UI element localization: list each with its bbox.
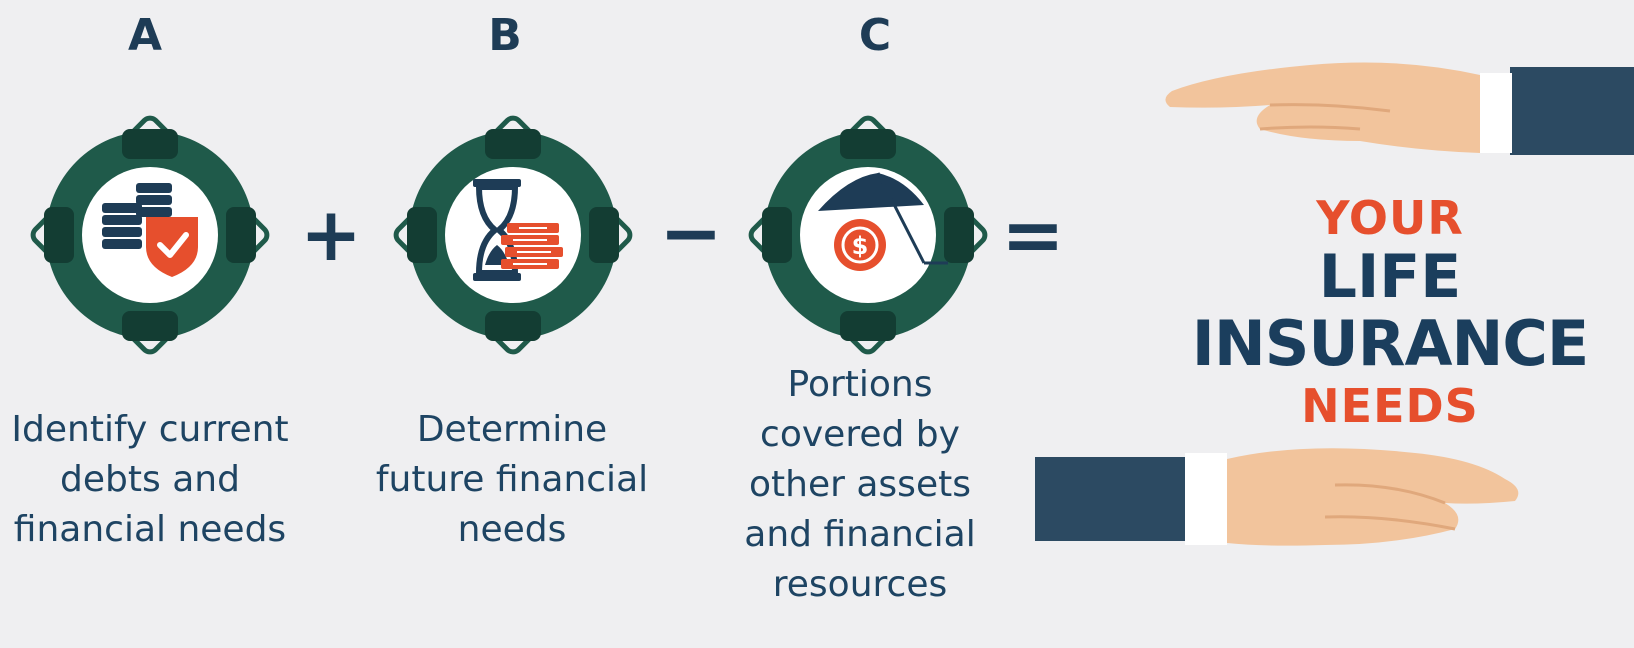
step-c-caption: Portions covered by other assets and fin… bbox=[720, 360, 1000, 610]
step-c-caption-line: Portions bbox=[787, 364, 933, 405]
step-a-caption-line: financial needs bbox=[13, 509, 287, 550]
lifebuoy-a bbox=[30, 115, 270, 355]
umbrella-coin-icon: $ bbox=[818, 172, 948, 271]
step-a-caption: Identify current debts and financial nee… bbox=[0, 405, 300, 555]
step-b-caption-line: future financial bbox=[375, 459, 649, 500]
top-hand-illustration bbox=[1165, 62, 1634, 155]
step-b-caption-line: Determine bbox=[416, 409, 608, 450]
step-c-caption-line: covered by bbox=[760, 414, 960, 455]
plus-operator: + bbox=[299, 192, 362, 278]
result-line-insurance: INSURANCE bbox=[1191, 307, 1589, 380]
result-line-your: YOUR bbox=[1316, 191, 1464, 245]
step-a-letter: A bbox=[127, 10, 163, 61]
step-b-letter: B bbox=[488, 10, 522, 61]
step-a-caption-line: Identify current bbox=[11, 409, 289, 450]
step-b-caption-line: needs bbox=[457, 509, 567, 550]
hourglass-cash-icon bbox=[473, 179, 563, 281]
result-line-life: LIFE bbox=[1318, 242, 1462, 312]
svg-text:$: $ bbox=[852, 232, 869, 260]
step-c-caption-line: and financial bbox=[744, 514, 976, 555]
equals-operator: = bbox=[1001, 190, 1065, 279]
lifebuoy-b bbox=[393, 115, 633, 355]
step-c-caption-line: resources bbox=[772, 564, 948, 605]
result-block: YOUR LIFE INSURANCE NEEDS bbox=[1170, 195, 1610, 429]
bottom-hand-illustration bbox=[1035, 448, 1519, 546]
step-c-caption-line: other assets bbox=[749, 464, 971, 505]
lifebuoy-c: $ bbox=[748, 115, 988, 355]
minus-operator: − bbox=[659, 188, 723, 277]
step-a-caption-line: debts and bbox=[60, 459, 240, 500]
coins-shield-icon bbox=[102, 183, 198, 277]
step-b-caption: Determine future financial needs bbox=[362, 405, 662, 555]
step-c-letter: C bbox=[858, 10, 892, 61]
result-line-needs: NEEDS bbox=[1301, 379, 1479, 433]
